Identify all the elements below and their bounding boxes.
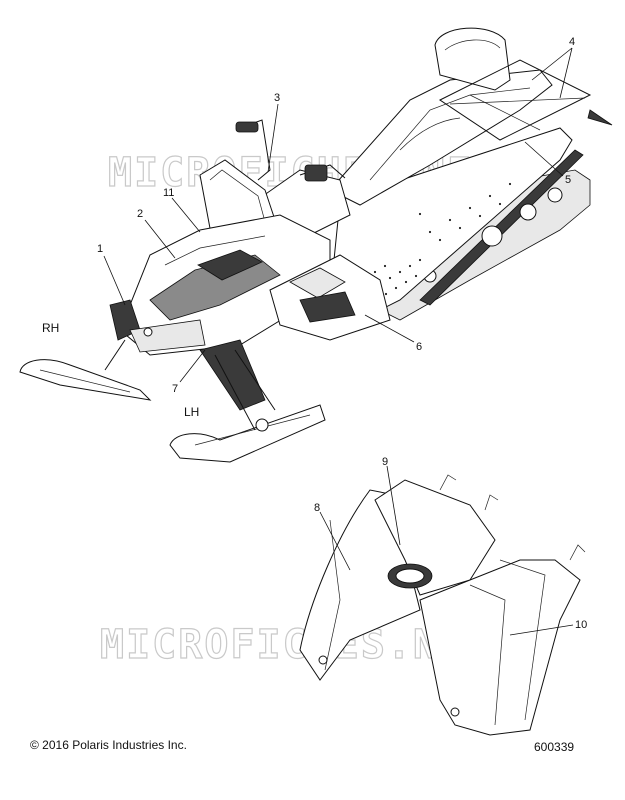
callout-5: 5 [565,174,571,186]
callout-2: 2 [137,208,143,220]
callout-3: 3 [274,92,280,104]
snowmobile-illustration [19,27,613,463]
callout-6: 6 [416,341,422,353]
side-label-lh: LH [184,405,199,419]
track-wheels [423,187,563,283]
copyright-text: © 2016 Polaris Industries Inc. [30,738,187,752]
callout-9: 9 [382,456,388,468]
callout-7: 7 [172,383,178,395]
part-number: 600339 [534,740,574,754]
callout-8: 8 [314,502,320,514]
side-label-rh: RH [42,321,59,335]
callout-1: 1 [97,243,103,255]
callout-11: 11 [163,187,174,199]
leader-lines [103,47,574,636]
callout-4: 4 [569,36,575,48]
fairing-detail [299,474,586,736]
callouts: 1 2 3 4 5 6 7 8 9 10 11 [97,36,587,631]
watermark-bottom: MICROFICHES.NET [100,622,491,668]
callout-10: 10 [575,619,587,631]
